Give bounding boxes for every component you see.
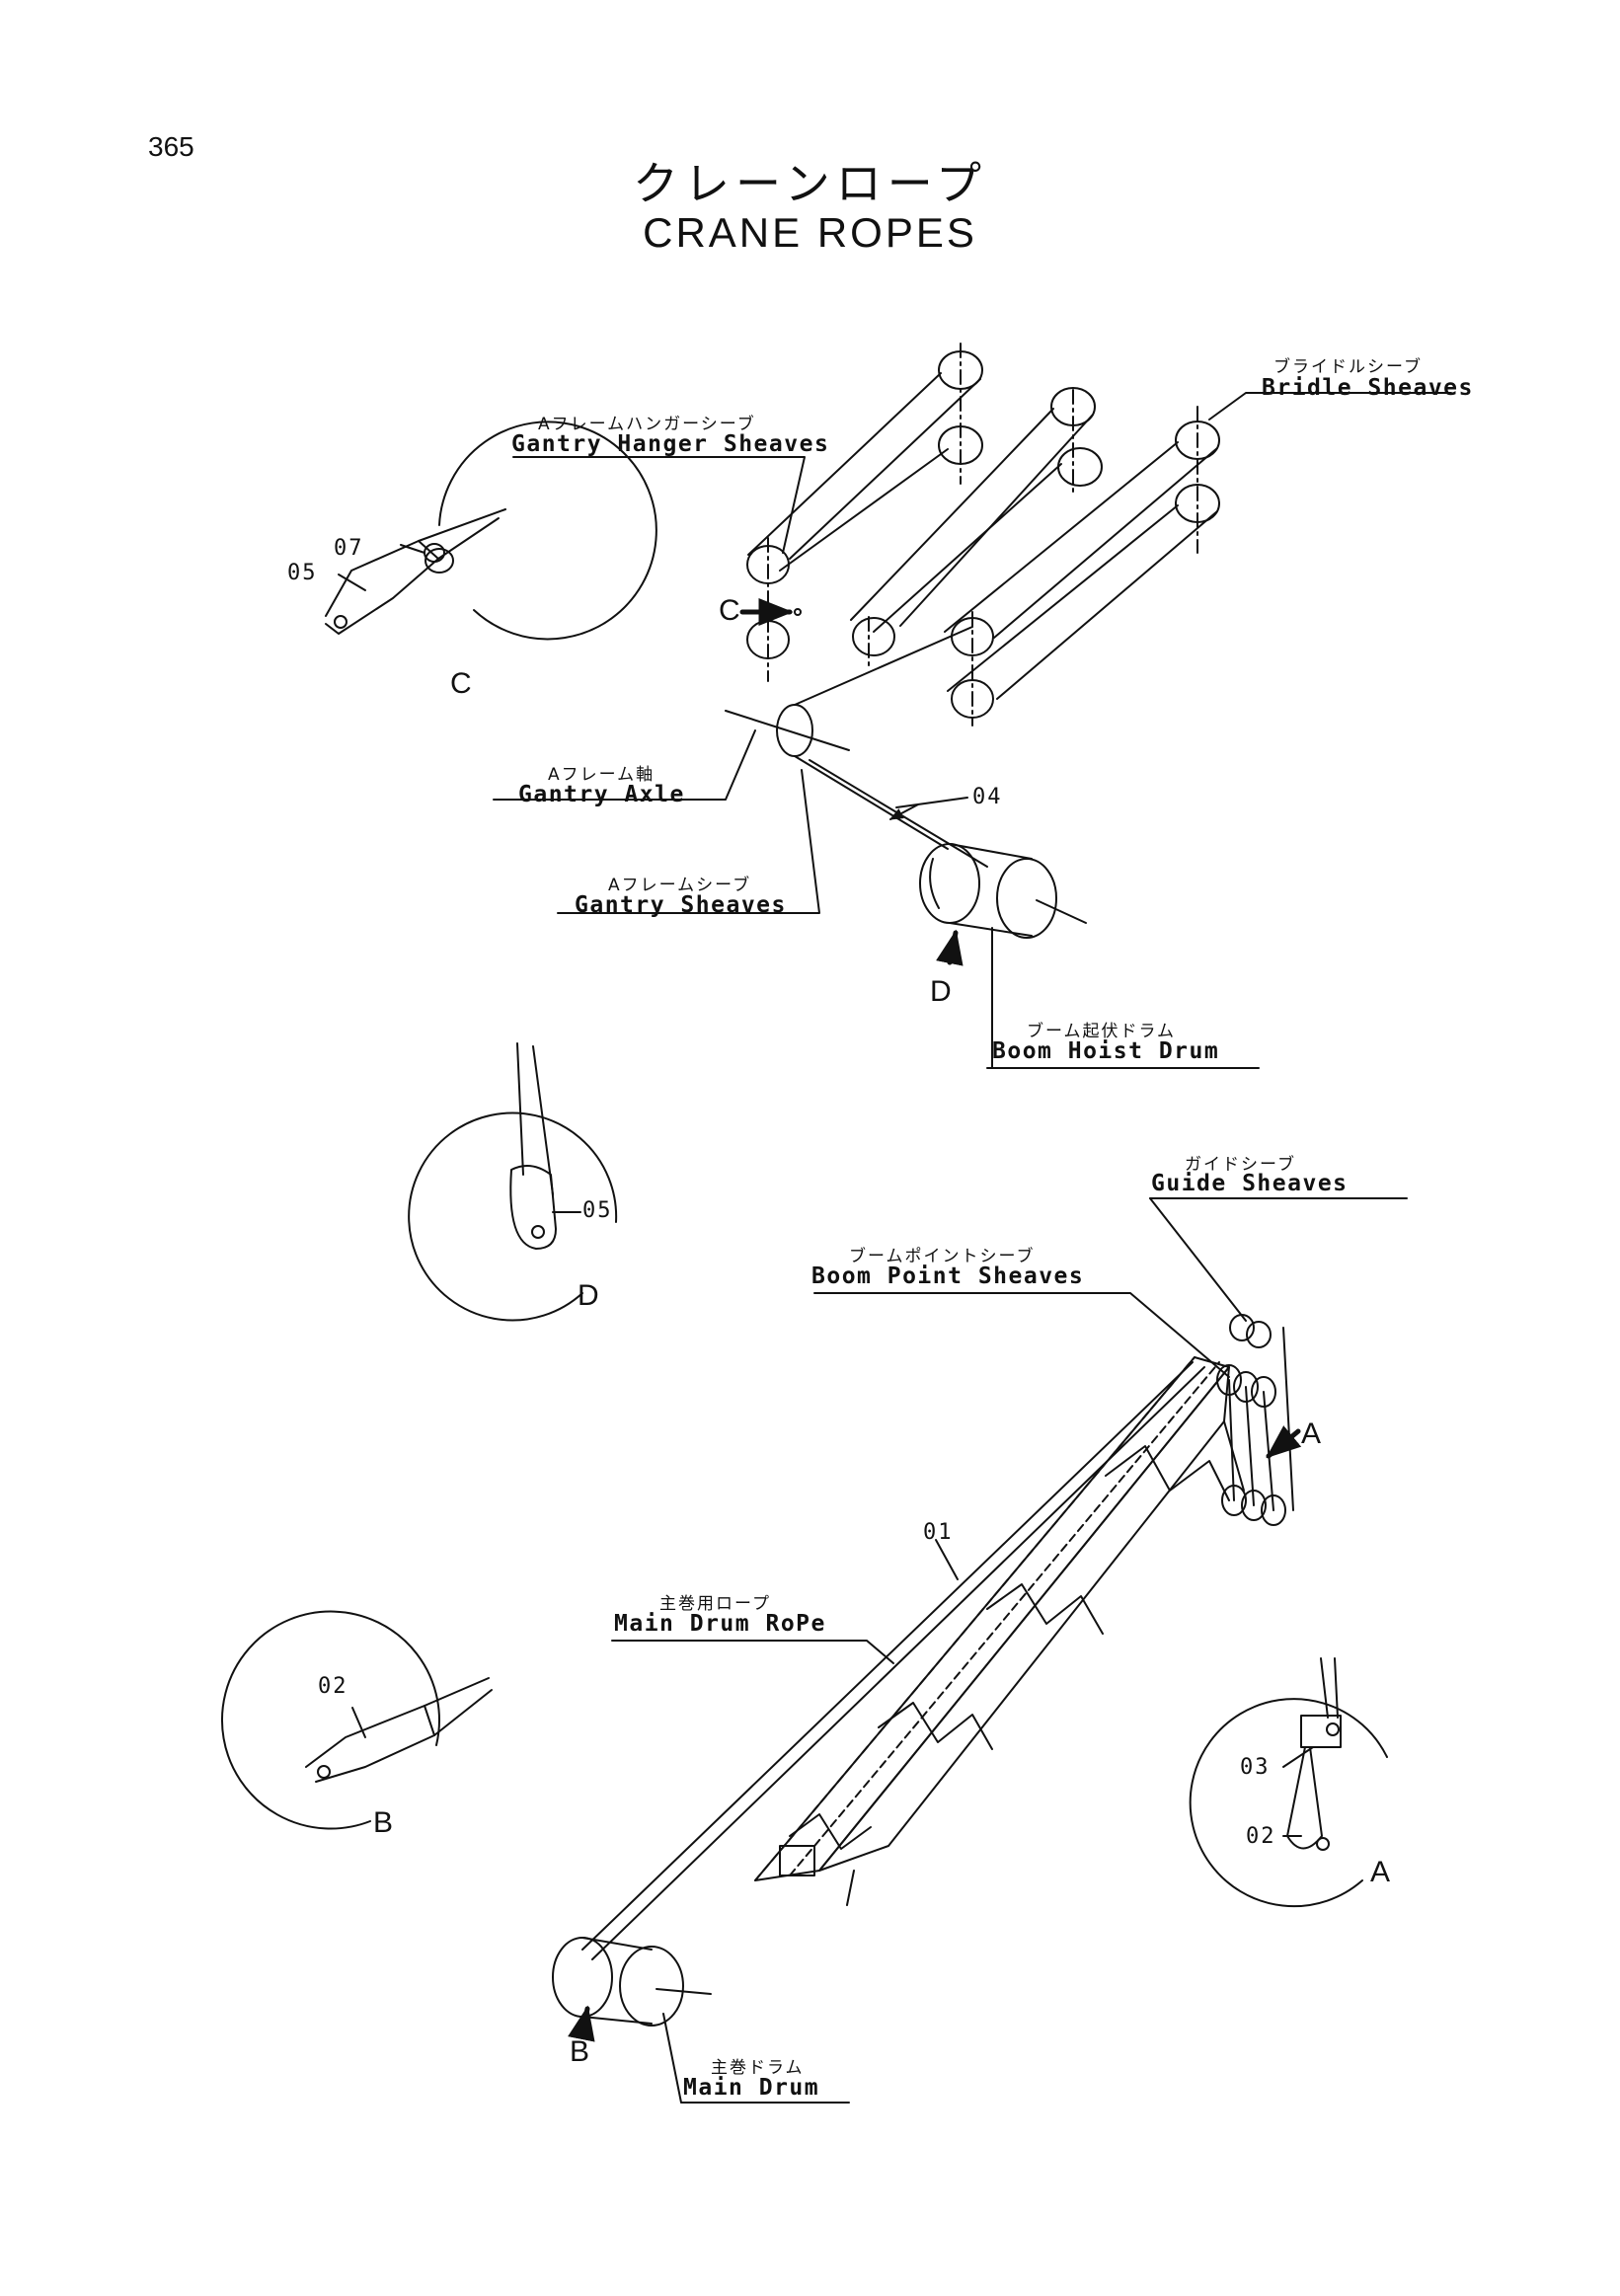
page-number: 365 xyxy=(148,131,194,162)
detail-view-b xyxy=(222,1612,492,1829)
bridle-sheaves-label-ja: ブライドルシーブ xyxy=(1273,357,1423,377)
gantry-axle xyxy=(726,627,972,756)
boom-point-sheaves-label-en: Boom Point Sheaves xyxy=(811,1263,1085,1289)
part-number-01: 01 xyxy=(923,1520,954,1545)
view-letter-c-detail: C xyxy=(450,667,472,700)
boom-hoist-drum xyxy=(920,844,1086,938)
part-number-02-detail-a: 02 xyxy=(1246,1824,1276,1849)
gantry-sheaves-label-ja: Aフレームシーブ xyxy=(608,876,752,895)
detail-view-a xyxy=(1191,1658,1387,1906)
gantry-axle-label-en: Gantry Axle xyxy=(518,782,685,807)
view-letter-d-detail: D xyxy=(578,1279,599,1312)
view-letter-d-arrow: D xyxy=(930,975,952,1008)
gantry-hanger-sheaves-label-en: Gantry Hanger Sheaves xyxy=(511,431,830,457)
lattice-boom xyxy=(755,1357,1244,1905)
boom-hoist-drum-label-en: Boom Hoist Drum xyxy=(992,1038,1220,1064)
main-drum-label-ja: 主巻ドラム xyxy=(711,2058,805,2078)
view-letter-a-detail: A xyxy=(1370,1856,1391,1888)
detail-view-c xyxy=(326,421,656,639)
part-number-07: 07 xyxy=(334,536,364,561)
boom-hoist-drum-label-ja: ブーム起伏ドラム xyxy=(1027,1022,1176,1041)
page-title-ja: クレーンロープ xyxy=(633,157,987,210)
part-number-05-detail-c: 05 xyxy=(287,561,318,585)
gantry-hanger-sheaves xyxy=(747,538,993,726)
bridle-sheaves-label-en: Bridle Sheaves xyxy=(1262,375,1474,401)
gantry-sheaves-label-en: Gantry Sheaves xyxy=(575,892,787,918)
part-number-03: 03 xyxy=(1240,1755,1271,1780)
part-number-02-detail-b: 02 xyxy=(318,1674,348,1699)
boom-point-sheaves xyxy=(1217,1315,1293,1525)
gantry-hanger-sheaves-label-ja: Aフレームハンガーシーブ xyxy=(538,415,756,434)
view-letter-b-arrow: B xyxy=(570,2035,590,2068)
view-letter-b-detail: B xyxy=(373,1806,394,1839)
main-drum-label-en: Main Drum xyxy=(683,2075,820,2101)
part-number-04: 04 xyxy=(972,785,1003,809)
main-drum-rope-label-ja: 主巻用ロープ xyxy=(659,1594,771,1614)
guide-sheaves-label-ja: ガイドシーブ xyxy=(1185,1155,1296,1175)
detail-view-d xyxy=(409,1043,616,1321)
page-title-en: CRANE ROPES xyxy=(643,209,977,256)
view-letter-c-arrow: C xyxy=(719,594,740,627)
part-number-05-detail-d: 05 xyxy=(582,1198,613,1223)
boom-point-sheaves-label-ja: ブームポイントシーブ xyxy=(849,1247,1036,1266)
view-letter-a-arrow: A xyxy=(1301,1417,1322,1450)
gantry-axle-label-ja: Aフレーム軸 xyxy=(548,765,656,785)
main-drum-rope-label-en: Main Drum RoPe xyxy=(614,1611,826,1637)
main-drum xyxy=(553,1938,711,2026)
guide-sheaves-label-en: Guide Sheaves xyxy=(1151,1171,1349,1196)
bridle-sheave-assembly xyxy=(748,344,1219,699)
